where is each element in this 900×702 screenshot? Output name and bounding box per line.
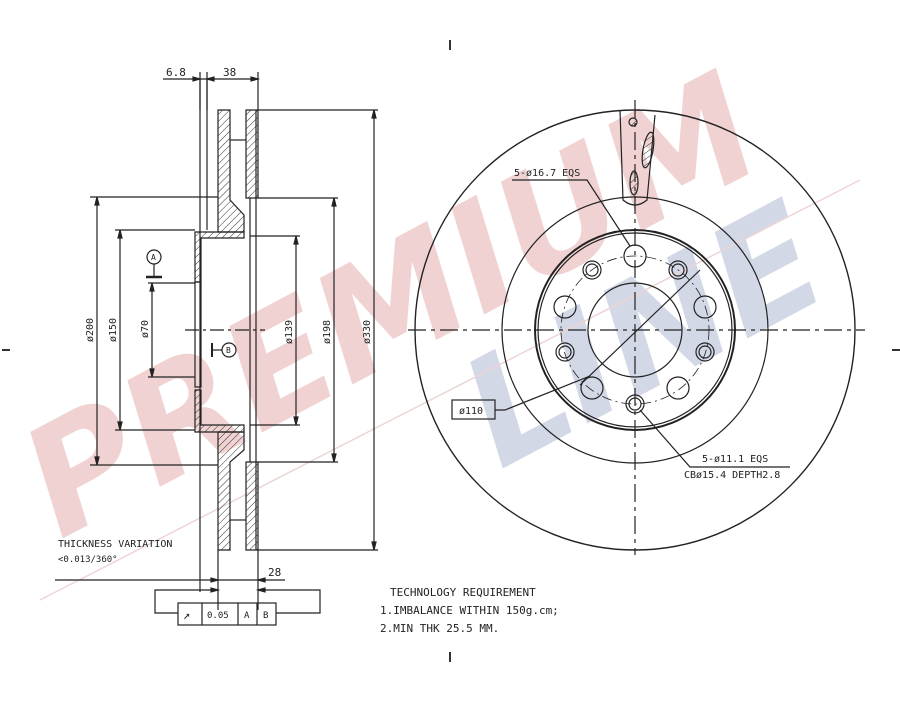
- technology-requirements: TECHNOLOGY REQUIREMENT 1.IMBALANCE WITHI…: [380, 586, 559, 635]
- callout-top-holes: 5-ø16.7 EQS: [514, 168, 580, 179]
- front-view: [408, 100, 865, 555]
- dim-d198: ø198: [322, 320, 333, 344]
- dim-thickness-28: 28: [268, 566, 281, 579]
- callout-center-bore: ø110: [459, 406, 483, 417]
- dim-d200: ø200: [85, 318, 96, 342]
- bolt-holes: [553, 244, 717, 414]
- front-view-labels: 5-ø16.7 EQS ø110 5-ø11.1 EQS CBø15.4 DEP…: [459, 168, 780, 481]
- callout-bottom-holes: 5-ø11.1 EQS: [702, 454, 768, 465]
- dim-width: 38: [223, 66, 236, 79]
- side-view: [55, 72, 378, 626]
- tolerance-value: 0.05: [207, 611, 229, 621]
- note-1: 1.IMBALANCE WITHIN 150g.cm;: [380, 604, 559, 617]
- thickness-variation-title: THICKNESS VARIATION: [58, 539, 172, 550]
- datum-a-label: A: [151, 253, 156, 262]
- dim-d70: ø70: [140, 320, 151, 338]
- dim-d139: ø139: [284, 320, 295, 344]
- dim-d330: ø330: [362, 320, 373, 344]
- dim-d150: ø150: [108, 318, 119, 342]
- callout-counterbore: CBø15.4 DEPTH2.8: [684, 470, 780, 481]
- tolerance-datum-b: B: [263, 611, 268, 621]
- dim-offset: 6.8: [166, 66, 186, 79]
- datum-b-label: B: [226, 346, 231, 355]
- thickness-variation-value: <0.013/360°: [58, 555, 118, 565]
- notes-title: TECHNOLOGY REQUIREMENT: [390, 586, 536, 599]
- tolerance-datum-a: A: [244, 611, 250, 621]
- side-view-labels: 6.8 38 ø200 ø150 ø70 ø139 ø198 ø330 A B …: [58, 66, 373, 622]
- registration-marks: [2, 40, 900, 662]
- runout-symbol-icon: ↗: [183, 608, 190, 622]
- note-2: 2.MIN THK 25.5 MM.: [380, 622, 499, 635]
